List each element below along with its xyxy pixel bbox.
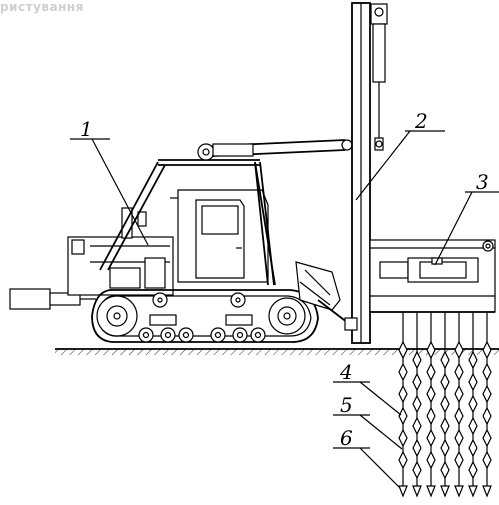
callout-5: 5 xyxy=(340,393,353,417)
rod-tip xyxy=(412,485,422,498)
cab-frame xyxy=(99,159,276,286)
cone-element xyxy=(426,450,436,470)
cone-element xyxy=(468,372,478,392)
rod-tip xyxy=(426,485,436,498)
cone-element xyxy=(440,460,450,480)
idler-wheel xyxy=(268,297,306,335)
cone-element xyxy=(482,384,492,404)
rod-array xyxy=(398,312,492,498)
cone-element xyxy=(468,438,478,458)
cone-element xyxy=(440,438,450,458)
cone-element xyxy=(412,416,422,436)
cone-element xyxy=(398,428,408,448)
carrier-rollers xyxy=(152,292,246,308)
ground xyxy=(55,348,499,355)
front-push-bar xyxy=(9,288,96,310)
working-frame xyxy=(369,239,496,313)
cone-element xyxy=(398,406,408,426)
cone-element xyxy=(426,340,436,360)
road-wheels xyxy=(138,327,266,343)
brace-arm xyxy=(197,139,353,161)
rod-tip xyxy=(468,485,478,498)
cone-element xyxy=(398,384,408,404)
cone-element xyxy=(440,372,450,392)
callout-labels: 1 2 3 4 5 6 xyxy=(80,109,489,450)
cone-element xyxy=(454,428,464,448)
callout-3: 3 xyxy=(476,170,489,194)
tractor-cab xyxy=(170,189,269,283)
cone-element xyxy=(454,340,464,360)
cone-element xyxy=(398,362,408,382)
cone-element xyxy=(454,450,464,470)
cone-element xyxy=(398,340,408,360)
callout-6: 6 xyxy=(340,426,353,450)
cone-element xyxy=(482,362,492,382)
rod-tip xyxy=(482,485,492,498)
callout-4: 4 xyxy=(339,360,353,384)
cone-element xyxy=(426,406,436,426)
cone-element xyxy=(468,416,478,436)
cone-element xyxy=(454,362,464,382)
cone-element xyxy=(398,450,408,470)
leaders xyxy=(70,130,499,489)
callout-2: 2 xyxy=(414,109,428,133)
callout-1: 1 xyxy=(80,117,93,141)
cone-element xyxy=(454,406,464,426)
cone-element xyxy=(440,394,450,414)
watermark-text: ристування xyxy=(0,0,84,14)
cone-element xyxy=(412,438,422,458)
cone-element xyxy=(426,428,436,448)
cone-element xyxy=(412,460,422,480)
cone-element xyxy=(454,384,464,404)
cone-element xyxy=(440,416,450,436)
cone-element xyxy=(468,350,478,370)
mast xyxy=(344,2,371,344)
cone-element xyxy=(440,350,450,370)
tractor-body xyxy=(67,207,174,296)
cone-element xyxy=(482,428,492,448)
cone-element xyxy=(482,340,492,360)
crawler-track xyxy=(91,289,319,343)
cone-element xyxy=(412,372,422,392)
cone-element xyxy=(412,394,422,414)
cone-element xyxy=(468,394,478,414)
cone-element xyxy=(412,350,422,370)
cone-element xyxy=(482,450,492,470)
cone-element xyxy=(426,384,436,404)
mast-cylinder xyxy=(370,3,388,151)
rod-tip xyxy=(454,485,464,498)
drive-sprocket xyxy=(96,295,138,337)
cone-element xyxy=(482,406,492,426)
rod-tip xyxy=(440,485,450,498)
rod-tip xyxy=(398,485,408,498)
cone-element xyxy=(426,362,436,382)
cone-element xyxy=(468,460,478,480)
